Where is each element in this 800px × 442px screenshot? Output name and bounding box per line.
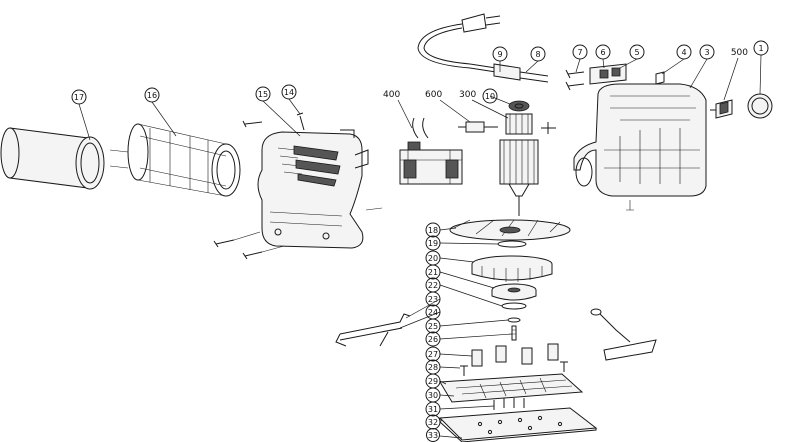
label-500: 500	[731, 48, 748, 58]
callout-label: 27	[428, 350, 438, 359]
plain-label-leaders	[397, 57, 739, 129]
callout-label: 19	[428, 239, 438, 248]
callout-label: 14	[284, 88, 294, 97]
part-5-6-7-switch-terminals	[565, 63, 665, 91]
callout-label: 22	[428, 281, 438, 290]
callout-20: 20	[425, 250, 441, 266]
callout-label: 24	[428, 308, 438, 317]
callout-label: 20	[428, 254, 438, 263]
callout-21: 21	[425, 264, 441, 280]
part-17-tube	[0, 127, 105, 190]
callout-6: 6	[595, 44, 611, 60]
part-21-eccentric	[491, 283, 537, 301]
plain-labels: 400 600 300 500	[383, 48, 748, 100]
part-600-brush-holder	[458, 121, 498, 133]
part-31-screws	[493, 398, 525, 410]
callout-7: 7	[572, 44, 588, 60]
callout-label: 18	[428, 226, 438, 235]
part-10-bearing	[508, 100, 530, 112]
callout-label: 15	[258, 90, 268, 99]
part-3-gear-housing	[573, 83, 707, 211]
callout-32: 32	[425, 414, 441, 430]
callout-14: 14	[281, 84, 297, 100]
label-600: 600	[425, 90, 442, 100]
callout-25: 25	[425, 318, 441, 334]
callout-28: 28	[425, 359, 441, 375]
callout-16: 16	[144, 87, 160, 103]
part-1-cap	[747, 93, 773, 119]
callout-label: 17	[74, 93, 84, 102]
callout-5: 5	[629, 44, 645, 60]
part-500-switch	[710, 99, 733, 119]
callout-label: 4	[681, 48, 686, 57]
callout-label: 16	[147, 91, 157, 100]
callout-19: 19	[425, 235, 441, 251]
paper-clamp-right	[590, 308, 657, 361]
callout-8: 8	[530, 46, 546, 62]
callout-17: 17	[71, 89, 87, 105]
callout-label: 32	[428, 418, 438, 427]
part-29-30-base-plate	[439, 373, 584, 403]
part-15-motor-housing	[257, 131, 369, 249]
callout-18: 18	[425, 222, 441, 238]
callout-label: 33	[428, 431, 438, 440]
callout-label: 23	[428, 295, 438, 304]
callout-3: 3	[699, 44, 715, 60]
callout-label: 30	[428, 391, 438, 400]
callout-33: 33	[426, 428, 440, 442]
callout-10: 10	[482, 88, 498, 104]
callout-26: 26	[425, 331, 441, 347]
screws-housing	[213, 112, 383, 260]
callout-29: 29	[425, 373, 441, 389]
callout-4: 4	[676, 44, 692, 60]
part-400-field-coil	[399, 117, 463, 185]
callout-label: 8	[535, 50, 540, 59]
callout-22: 22	[425, 277, 441, 293]
callout-label: 25	[428, 322, 438, 331]
label-400: 400	[383, 90, 400, 100]
callout-label: 7	[577, 48, 582, 57]
part-28-screws	[460, 361, 568, 376]
callout-9: 9	[492, 46, 508, 62]
callout-label: 21	[428, 268, 438, 277]
part-300-armature	[499, 113, 556, 216]
callout-label: 6	[600, 48, 605, 57]
power-cord-plug	[417, 13, 549, 83]
callout-24: 24	[425, 304, 441, 320]
callout-label: 26	[428, 335, 438, 344]
callout-label: 5	[634, 48, 639, 57]
callout-label: 3	[704, 48, 709, 57]
part-20-pulley	[471, 255, 553, 282]
part-18-fan	[449, 219, 571, 241]
part-23-24-paper-clamp-left	[335, 313, 411, 347]
callout-label: 1	[758, 44, 763, 53]
leader-lines	[78, 54, 762, 439]
part-32-33-sanding-pad	[438, 407, 598, 442]
part-19-washer	[497, 240, 527, 248]
callout-label: 28	[428, 363, 438, 372]
part-25-26-bolt	[507, 317, 521, 341]
part-16-cage	[109, 123, 241, 197]
callout-label: 31	[428, 405, 438, 414]
callout-label: 10	[485, 92, 495, 101]
callout-1: 1	[753, 40, 769, 56]
callout-30: 30	[425, 387, 441, 403]
callout-label: 9	[497, 50, 502, 59]
callout-31: 31	[425, 401, 441, 417]
label-300: 300	[459, 90, 476, 100]
callout-layer: 17 16 15 14 9 8 7 6 5 4 3 1 10 18 19 20 …	[71, 40, 769, 442]
callout-label: 29	[428, 377, 438, 386]
callout-23: 23	[425, 291, 441, 307]
part-22-washer	[501, 302, 527, 310]
part-27-damper-feet	[471, 343, 559, 367]
callout-15: 15	[255, 86, 271, 102]
callout-27: 27	[425, 346, 441, 362]
